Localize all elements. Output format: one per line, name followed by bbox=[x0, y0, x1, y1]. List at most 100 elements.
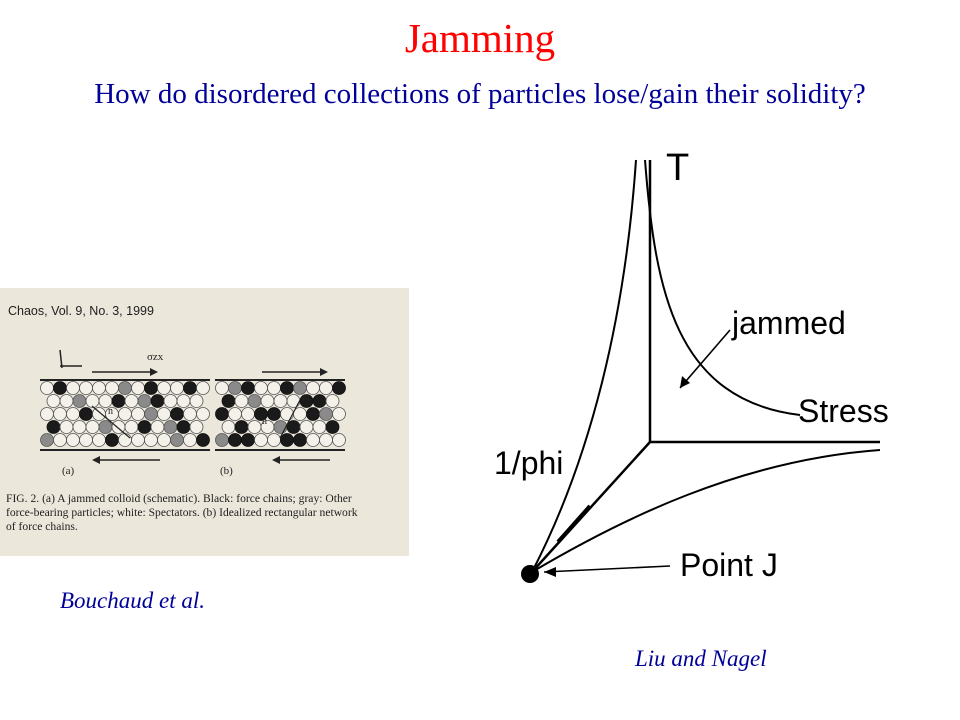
particle bbox=[241, 407, 255, 421]
particle bbox=[105, 381, 119, 395]
particles-panel-b bbox=[215, 381, 346, 447]
particle bbox=[221, 420, 236, 434]
m-label-b: m bbox=[302, 392, 310, 403]
particle bbox=[59, 420, 74, 434]
journal-header: Chaos, Vol. 9, No. 3, 1999 bbox=[8, 304, 154, 318]
n-label-b: n bbox=[262, 416, 267, 427]
bottom-shear-arrowhead-b bbox=[272, 456, 280, 464]
point-j-marker bbox=[521, 565, 539, 583]
jammed-pointer-arrow bbox=[679, 329, 731, 389]
stress-axis-label: Stress bbox=[798, 393, 889, 429]
point-j-label: Point J bbox=[680, 547, 778, 583]
particle bbox=[124, 420, 139, 434]
stress-phi-boundary bbox=[531, 449, 881, 573]
particle bbox=[273, 394, 288, 408]
jammed-label: jammed bbox=[731, 305, 846, 341]
particle bbox=[40, 433, 54, 447]
particle bbox=[273, 420, 288, 434]
particle bbox=[183, 407, 197, 421]
particle bbox=[85, 420, 100, 434]
particle bbox=[254, 381, 268, 395]
particle bbox=[92, 381, 106, 395]
particle bbox=[92, 407, 106, 421]
particle bbox=[267, 407, 281, 421]
particle bbox=[157, 433, 171, 447]
particle bbox=[131, 433, 145, 447]
particles-panel-a bbox=[40, 381, 210, 447]
particle bbox=[92, 433, 106, 447]
caption-line: force-bearing particles; white: Spectato… bbox=[6, 506, 358, 519]
particle bbox=[254, 433, 268, 447]
particle bbox=[215, 407, 229, 421]
particle bbox=[196, 433, 210, 447]
t-phi-boundary bbox=[531, 159, 637, 573]
particle bbox=[157, 381, 171, 395]
jammed-pointer-arrowhead bbox=[680, 376, 690, 388]
particle bbox=[280, 433, 294, 447]
panel-a-label: (a) bbox=[62, 465, 75, 477]
particle bbox=[312, 394, 327, 408]
t-axis-label: T bbox=[666, 147, 689, 189]
particle bbox=[137, 420, 152, 434]
particle bbox=[319, 433, 333, 447]
particle bbox=[332, 433, 346, 447]
particle bbox=[312, 420, 327, 434]
caption-line: of force chains. bbox=[6, 520, 78, 533]
particle bbox=[150, 394, 165, 408]
particle bbox=[247, 420, 262, 434]
panel-b-label: (b) bbox=[220, 465, 233, 477]
colloid-schematic: σzx (a) (b) n m n bbox=[40, 349, 346, 477]
particle bbox=[150, 420, 165, 434]
slide-subtitle: How do disordered collections of particl… bbox=[94, 78, 866, 110]
particle bbox=[40, 381, 54, 395]
particle bbox=[325, 420, 340, 434]
particle bbox=[306, 407, 320, 421]
m-vector-b bbox=[279, 399, 301, 439]
particle bbox=[79, 407, 93, 421]
jammed-colloid-figure: Chaos, Vol. 9, No. 3, 1999 σzx (a) (b) n… bbox=[0, 288, 409, 556]
particle bbox=[228, 433, 242, 447]
slide-title: Jamming bbox=[404, 15, 556, 61]
particle bbox=[176, 420, 191, 434]
particle bbox=[325, 394, 340, 408]
particle bbox=[267, 381, 281, 395]
particle bbox=[79, 381, 93, 395]
bottom-shear-arrowhead-a bbox=[92, 456, 100, 464]
particle bbox=[183, 381, 197, 395]
particle bbox=[215, 381, 229, 395]
particle bbox=[189, 420, 204, 434]
particle bbox=[170, 381, 184, 395]
particle bbox=[53, 433, 67, 447]
particle bbox=[234, 420, 249, 434]
particle bbox=[247, 394, 262, 408]
particle bbox=[228, 381, 242, 395]
particle bbox=[183, 433, 197, 447]
particle bbox=[111, 394, 126, 408]
particle bbox=[189, 394, 204, 408]
particle bbox=[234, 394, 249, 408]
particle bbox=[280, 381, 294, 395]
particle bbox=[144, 381, 158, 395]
particle bbox=[124, 394, 139, 408]
particle bbox=[131, 381, 145, 395]
particle bbox=[215, 433, 229, 447]
particle bbox=[118, 407, 132, 421]
particle bbox=[332, 381, 346, 395]
particle bbox=[293, 433, 307, 447]
particle bbox=[53, 381, 67, 395]
particle bbox=[221, 394, 236, 408]
particle bbox=[46, 420, 61, 434]
particle bbox=[332, 407, 346, 421]
particle bbox=[72, 394, 87, 408]
credit-liu-nagel: Liu and Nagel bbox=[635, 646, 767, 671]
particle bbox=[196, 407, 210, 421]
particle bbox=[176, 394, 191, 408]
particle bbox=[79, 433, 93, 447]
particle bbox=[306, 433, 320, 447]
particle bbox=[66, 381, 80, 395]
t-stress-boundary bbox=[644, 159, 801, 416]
credit-bouchaud: Bouchaud et al. bbox=[60, 588, 205, 613]
particle bbox=[59, 394, 74, 408]
particle bbox=[267, 433, 281, 447]
particle bbox=[157, 407, 171, 421]
